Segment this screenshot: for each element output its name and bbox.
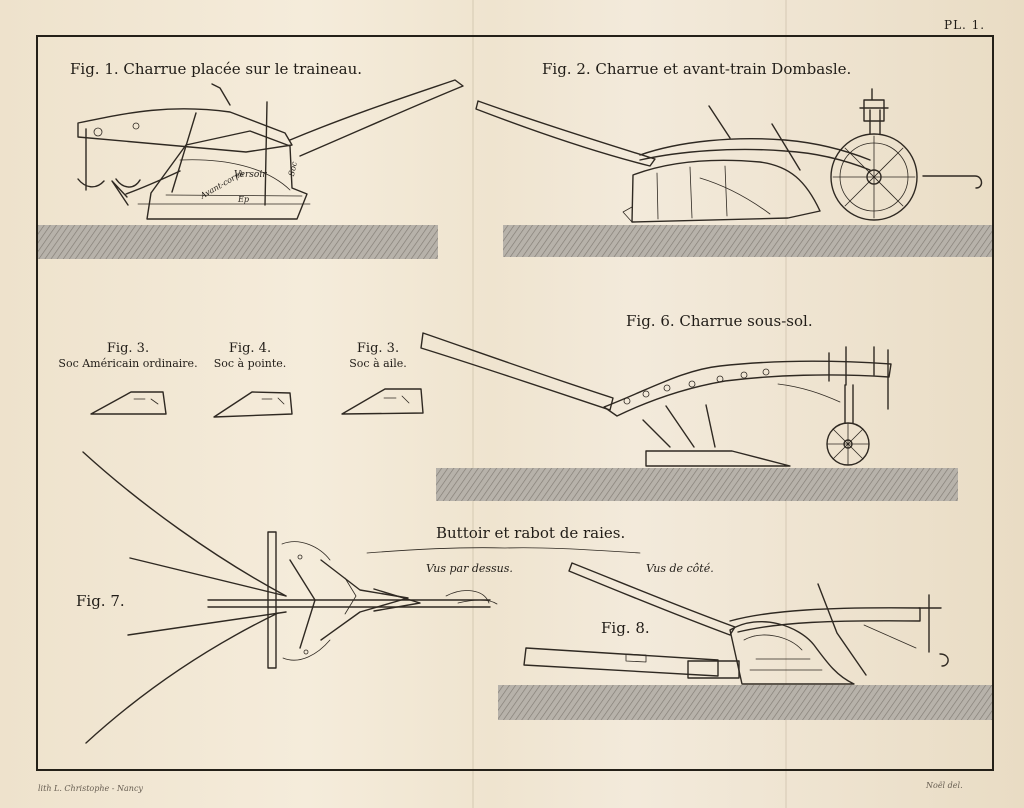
fig2-forecarriage-wheel bbox=[830, 133, 918, 221]
artist-credit: Noël del. bbox=[926, 781, 963, 790]
share-winged bbox=[341, 388, 424, 415]
fig1-label-versoir: Versoir bbox=[234, 170, 267, 180]
fig4-title: Fig. 4. bbox=[228, 341, 272, 356]
fig7-title: Fig. 7. bbox=[76, 592, 125, 610]
lithographer-credit: lith L. Christophe - Nancy bbox=[38, 784, 143, 793]
fig8-handle bbox=[568, 562, 736, 636]
fig6-title: Fig. 6. Charrue sous-sol. bbox=[626, 312, 813, 330]
fig3a-title: Fig. 3. bbox=[106, 341, 150, 356]
fig7-mouldboards bbox=[320, 559, 409, 641]
paper-fold-line bbox=[472, 0, 474, 808]
fig1-label-ep: Ep bbox=[238, 195, 249, 204]
fig6-beam bbox=[603, 360, 892, 417]
fig1-ground-band bbox=[38, 225, 438, 259]
fig2-handle bbox=[475, 100, 656, 167]
fig2-title: Fig. 2. Charrue et avant-train Dombasle. bbox=[542, 60, 852, 78]
fig2-mouldboard bbox=[631, 159, 821, 223]
paper-fold-line bbox=[785, 0, 787, 808]
share-pointed bbox=[213, 391, 293, 418]
fig2-ground-band bbox=[503, 225, 992, 257]
fig4-caption: Soc à pointe. bbox=[213, 357, 287, 370]
share-american bbox=[90, 391, 167, 415]
fig1-handle bbox=[289, 79, 464, 157]
plate-number: PL. 1. bbox=[944, 18, 986, 32]
fig8-title: Fig. 8. bbox=[601, 619, 650, 637]
fig6-handle bbox=[420, 332, 614, 411]
fig8-ground-band bbox=[498, 685, 992, 720]
plate-frame bbox=[36, 35, 994, 771]
fig7-lower-handle bbox=[85, 612, 279, 744]
view-top-label: Vus par dessus. bbox=[426, 562, 513, 575]
fig3a-caption: Soc Américain ordinaire. bbox=[58, 357, 198, 370]
fig8-beam bbox=[729, 607, 921, 633]
buttoir-title: Buttoir et rabot de raies. bbox=[436, 524, 626, 542]
fig1-body bbox=[146, 130, 308, 220]
fig4-caption-block: Fig. 4. Soc à pointe. bbox=[200, 342, 300, 369]
fig6-share bbox=[645, 450, 791, 467]
fig3a-caption-block: Fig. 3. Soc Américain ordinaire. bbox=[58, 342, 198, 369]
fig1-title: Fig. 1. Charrue placée sur le traineau. bbox=[70, 60, 363, 78]
fig3b-caption: Soc à aile. bbox=[349, 357, 407, 370]
fig3b-caption-block: Fig. 3. Soc à aile. bbox=[338, 342, 418, 369]
fig8-mouldboard bbox=[729, 621, 855, 685]
fig8-runner bbox=[523, 647, 719, 677]
fig1-beam bbox=[77, 108, 293, 153]
fig6-ground-band bbox=[436, 468, 958, 501]
fig3b-title: Fig. 3. bbox=[356, 341, 400, 356]
view-side-label: Vus de côté. bbox=[646, 562, 714, 575]
fig7-upper-handle bbox=[82, 451, 287, 597]
fig2-beam bbox=[639, 137, 871, 161]
